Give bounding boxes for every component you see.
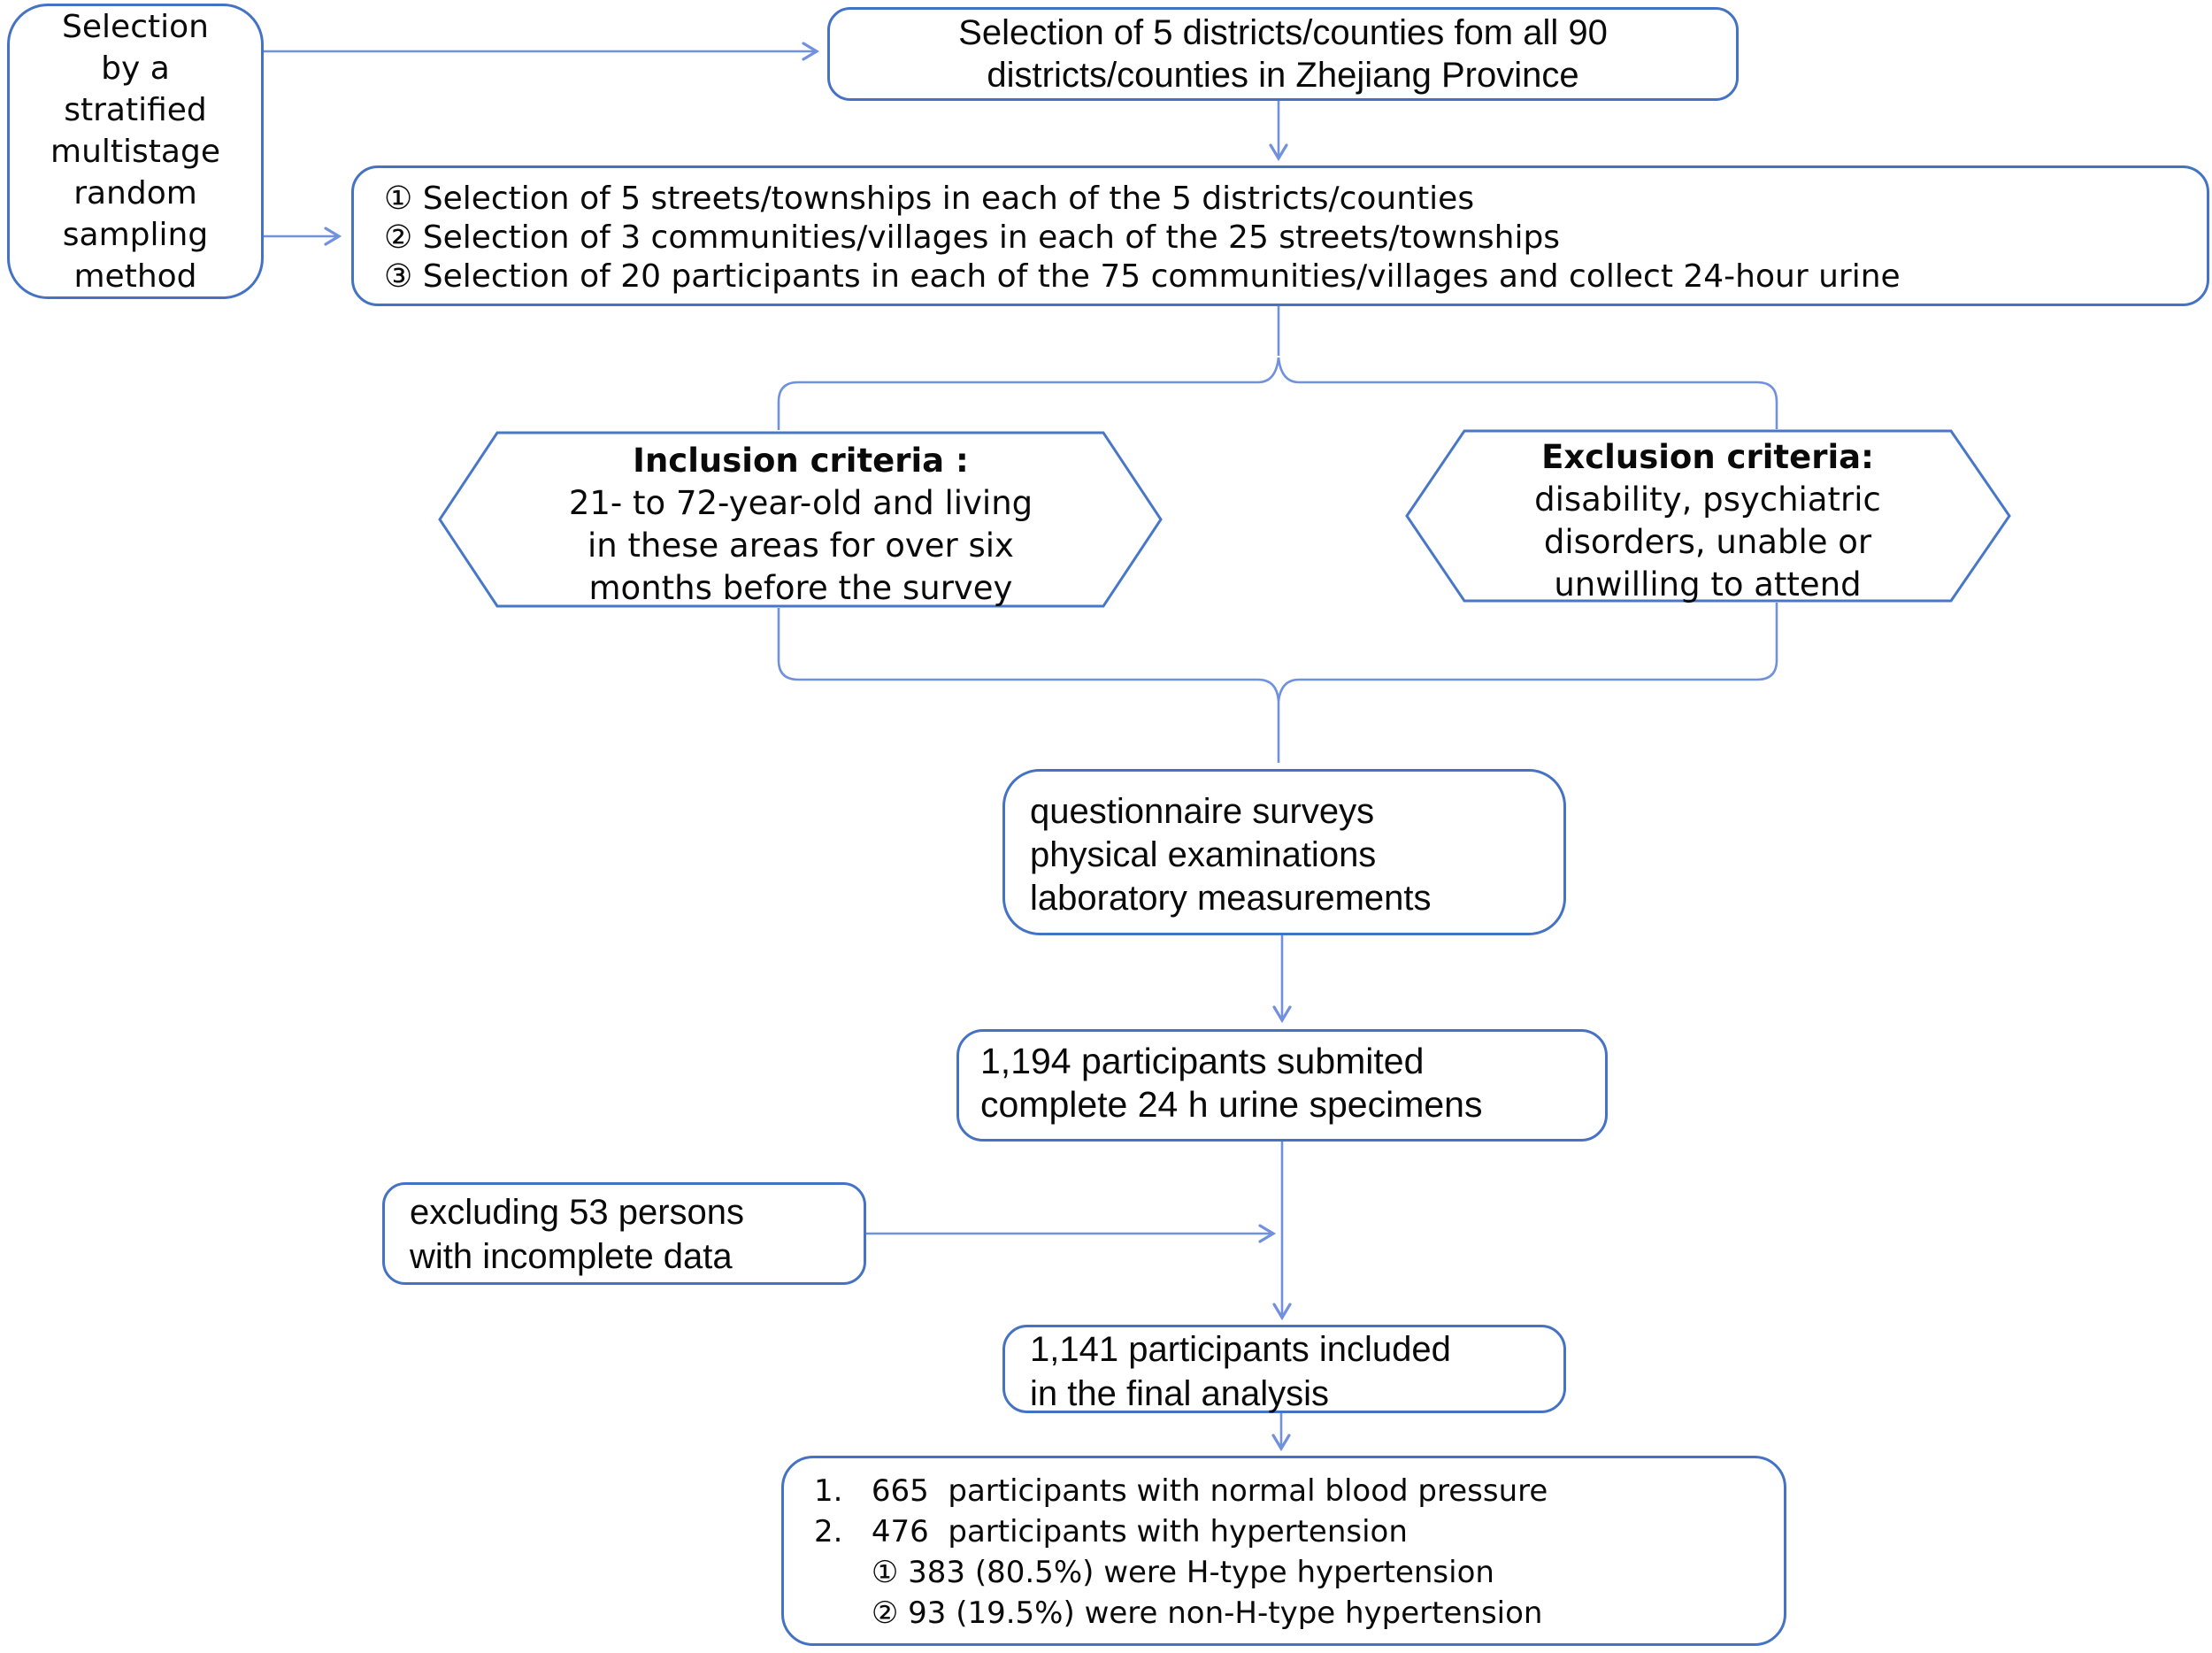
hexagon-inclusion-outline bbox=[438, 431, 1163, 608]
brace-split-left bbox=[777, 357, 1280, 430]
node-sampling-method: Selection by a stratified multistage ran… bbox=[7, 4, 264, 299]
node-excluded-persons: excluding 53 persons with incomplete dat… bbox=[382, 1182, 866, 1285]
district-selection-text: Selection of 5 districts/counties fom al… bbox=[958, 13, 1608, 95]
exclusion-criteria-header: Exclusion criteria: bbox=[1541, 438, 1874, 476]
sampling-method-text: Selection by a stratified multistage ran… bbox=[50, 8, 220, 295]
measurements-text: questionnaire surveys physical examinati… bbox=[1030, 792, 1432, 918]
node-measurements: questionnaire surveys physical examinati… bbox=[1002, 769, 1566, 935]
brace-split-right bbox=[1277, 357, 1778, 429]
node-inclusion-criteria: Inclusion criteria : 21- to 72-year-old … bbox=[491, 440, 1110, 610]
stage-selection-text: ① Selection of 5 streets/townships in ea… bbox=[384, 181, 1901, 295]
node-stage-selection: ① Selection of 5 streets/townships in ea… bbox=[351, 165, 2209, 306]
node-urine-submitted: 1,194 participants submited complete 24 … bbox=[956, 1029, 1608, 1142]
inclusion-criteria-text: 21- to 72-year-old and living in these a… bbox=[568, 484, 1033, 607]
exclusion-criteria-text: disability, psychiatric disorders, unabl… bbox=[1534, 481, 1881, 604]
node-final-analysis: 1,141 participants included in the final… bbox=[1002, 1325, 1566, 1413]
node-exclusion-criteria: Exclusion criteria: disability, psychiat… bbox=[1460, 436, 1955, 606]
outcome-groups-text: 1. 665 participants with normal blood pr… bbox=[814, 1473, 1548, 1631]
urine-submitted-text: 1,194 participants submited complete 24 … bbox=[980, 1041, 1483, 1125]
final-analysis-text: 1,141 participants included in the final… bbox=[1030, 1330, 1451, 1413]
node-district-selection: Selection of 5 districts/counties fom al… bbox=[827, 7, 1739, 101]
hexagon-exclusion-outline bbox=[1405, 429, 2011, 603]
brace-merge-right bbox=[1277, 603, 1778, 702]
inclusion-criteria-header: Inclusion criteria : bbox=[633, 442, 969, 480]
brace-merge-left bbox=[777, 608, 1280, 763]
node-outcome-groups: 1. 665 participants with normal blood pr… bbox=[781, 1456, 1786, 1646]
excluded-persons-text: excluding 53 persons with incomplete dat… bbox=[410, 1193, 745, 1276]
